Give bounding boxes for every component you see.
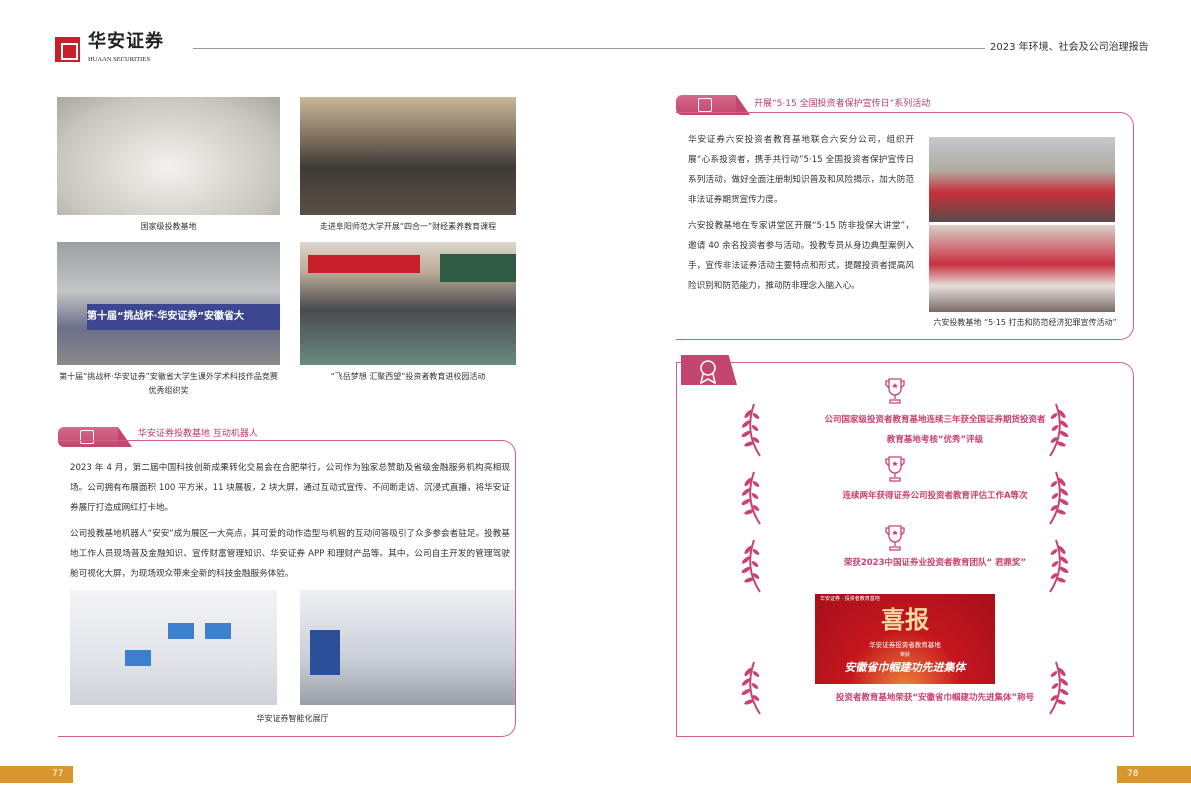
certificate-honor: 安徽省巾帼建功先进集体 bbox=[844, 661, 966, 674]
medal-icon bbox=[699, 360, 717, 385]
section-title: 华安证券投教基地 互动机器人 bbox=[138, 429, 258, 439]
laurel-left-icon bbox=[740, 661, 762, 715]
caption: 华安证券智能化展厅 bbox=[256, 714, 329, 723]
caption: “飞岳梦想 汇聚西望”投资者教育进校园活动 bbox=[330, 372, 486, 381]
certificate-image: 华安证券 · 投资者教育基地 喜报 华安证券投资者教育基地 荣获 安徽省巾帼建功… bbox=[815, 594, 995, 684]
section-title: 开展“5·15 全国投资者保护宣传日”系列活动 bbox=[754, 99, 931, 109]
page-number-left: 77 bbox=[0, 766, 73, 783]
laurel-left-icon bbox=[740, 471, 762, 525]
document-icon bbox=[80, 430, 94, 444]
paragraph: 六安投教基地在专家讲堂区开展“5·15 防非投保大讲堂”，邀请 40 余名投资者… bbox=[688, 221, 914, 291]
laurel-right-icon bbox=[1048, 471, 1070, 525]
award-text: 公司国家级投资者教育基地连续三年获全国证券期货投资者教育基地考核“优秀”评级 bbox=[824, 415, 1046, 445]
laurel-left-icon bbox=[740, 539, 762, 593]
awards-box bbox=[676, 362, 1134, 737]
header-divider bbox=[193, 48, 985, 49]
photo-515-event-2 bbox=[929, 225, 1115, 312]
medal-tab bbox=[681, 355, 737, 385]
photo-515-event-1 bbox=[929, 137, 1115, 222]
paragraph: 华安证券六安投资者教育基地联合六安分公司，组织开展“心系投资者，携手共行动”5·… bbox=[688, 135, 914, 205]
section-tab bbox=[676, 95, 750, 115]
award-text: 连续两年获得证券公司投资者教育评估工作A等次 bbox=[842, 491, 1028, 501]
photo-smart-hall-1 bbox=[70, 590, 277, 705]
section-box bbox=[58, 440, 516, 737]
report-title: 2023 年环境、社会及公司治理报告 bbox=[990, 42, 1149, 53]
photo-challenge-cup: 第十届“挑战杯·华安证券”安徽省大 bbox=[57, 242, 280, 365]
banner-text: 第十届“挑战杯·华安证券”安徽省大 bbox=[87, 304, 280, 330]
photo-school-activity bbox=[300, 242, 516, 365]
section-tab bbox=[58, 427, 132, 447]
paragraph: 2023 年 4 月，第二届中国科技创新成果转化交易会在合肥举行，公司作为独家总… bbox=[70, 463, 510, 513]
logo-text: 华安证券 bbox=[88, 31, 164, 52]
caption: 六安投教基地 “5·15 打击和防范经济犯罪宣传活动” bbox=[933, 318, 1117, 327]
photo-classroom-lecture bbox=[300, 97, 516, 215]
certificate-verb: 荣获 bbox=[899, 652, 910, 658]
trophy-icon bbox=[885, 525, 905, 551]
certificate-header: 华安证券 · 投资者教育基地 bbox=[820, 596, 880, 602]
laurel-right-icon bbox=[1048, 661, 1070, 715]
page-number-right: 78 bbox=[1117, 766, 1191, 783]
photo-smart-hall-2 bbox=[300, 590, 515, 705]
certificate-org: 华安证券投资者教育基地 bbox=[869, 641, 941, 649]
laurel-left-icon bbox=[740, 403, 762, 457]
trophy-icon bbox=[885, 456, 905, 482]
trophy-icon bbox=[885, 378, 905, 404]
caption: 第十届“挑战杯·华安证券”安徽省大学生课外学术科技作品竞赛优秀组织奖 bbox=[59, 372, 278, 395]
section-box bbox=[676, 112, 1134, 340]
logo-icon bbox=[55, 37, 80, 62]
document-icon bbox=[698, 98, 712, 112]
award-text: 投资者教育基地荣获“安徽省巾帼建功先进集体”称号 bbox=[835, 693, 1035, 703]
award-text: 荣获2023中国证券业投资者教育团队“ 君鼎奖” bbox=[843, 558, 1027, 568]
section-body: 华安证券六安投资者教育基地联合六安分公司，组织开展“心系投资者，携手共行动”5·… bbox=[688, 130, 914, 296]
laurel-right-icon bbox=[1048, 403, 1070, 457]
caption: 国家级投教基地 bbox=[140, 222, 197, 231]
caption: 走进阜阳师范大学开展“四合一”财经素养教育课程 bbox=[319, 222, 497, 231]
photo-investor-base bbox=[57, 97, 280, 215]
logo-subtext: HUAAN SECURITIES bbox=[88, 56, 150, 63]
certificate-title: 喜报 bbox=[881, 605, 929, 634]
laurel-right-icon bbox=[1048, 539, 1070, 593]
section-body: 2023 年 4 月，第二届中国科技创新成果转化交易会在合肥举行，公司作为独家总… bbox=[70, 458, 510, 584]
paragraph: 公司投教基地机器人“安安”成为展区一大亮点，其可爱的动作造型与机智的互动问答吸引… bbox=[70, 529, 510, 579]
